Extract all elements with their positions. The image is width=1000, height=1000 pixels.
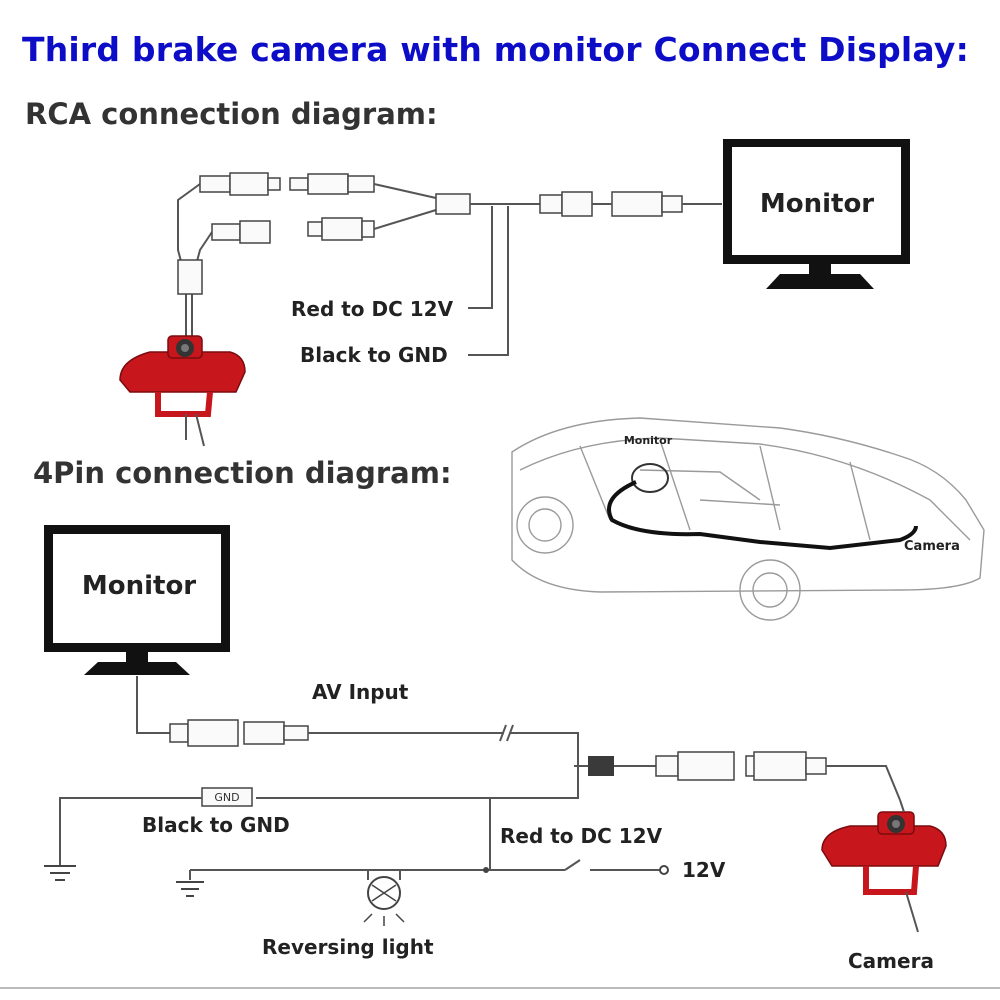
car-rear-wheel (739, 559, 801, 621)
4pin-diagram: Monitor AV Input (44, 525, 947, 973)
rca-diagram: Red to DC 12V Black to GND Monitor (119, 139, 910, 447)
red-lead-line (468, 206, 493, 309)
car-monitor-label: Monitor (624, 434, 673, 447)
rca-connector-power-female (211, 220, 271, 244)
4pin-camera-icon (821, 799, 947, 933)
reverse-switch (564, 859, 581, 871)
4pin-connector-male (745, 751, 827, 781)
12v-terminal (659, 865, 669, 875)
4pin-splitter (588, 756, 614, 776)
4pin-section-title: 4Pin connection diagram: (33, 456, 452, 490)
rca-camera-cable (177, 183, 201, 340)
4pin-connector-female (655, 751, 735, 781)
12v-label: 12V (682, 858, 726, 882)
rca-black-to-gnd-label: Black to GND (300, 343, 448, 367)
reversing-light-icon (363, 870, 405, 926)
4pin-black-to-gnd-label: Black to GND (142, 813, 290, 837)
car-body-outline (511, 417, 985, 593)
dc-connector-male (307, 217, 375, 241)
black-lead-line (468, 206, 509, 356)
rca-monitor: Monitor (723, 139, 910, 289)
rca-cable-splitter (435, 193, 471, 215)
rca-camera-icon (119, 335, 246, 447)
rca-section-title: RCA connection diagram: (25, 97, 438, 131)
car-camera-label: Camera (904, 539, 960, 554)
ground-symbol-left (44, 865, 76, 881)
reversing-light-label: Reversing light (262, 935, 434, 959)
4pin-red-to-dc-label: Red to DC 12V (500, 824, 663, 848)
4pin-camera-label: Camera (848, 949, 934, 973)
car-cable-route (607, 480, 918, 551)
rca-cable-junction (177, 259, 203, 295)
car-front-wheel (516, 496, 574, 554)
car-illustration: Monitor Camera (511, 417, 985, 621)
rca-connector-video-male (289, 173, 375, 195)
av-input-connector (169, 719, 309, 747)
4pin-monitor-label: Monitor (82, 571, 196, 601)
4pin-monitor: Monitor (44, 525, 230, 675)
av-input-label: AV Input (312, 680, 409, 704)
rca-monitor-label: Monitor (760, 189, 874, 219)
gnd-tag-label: GND (214, 791, 239, 804)
car-monitor-mark (631, 463, 669, 493)
ground-symbol-right (176, 881, 204, 897)
rca-red-to-dc-label: Red to DC 12V (291, 297, 454, 321)
page-title: Third brake camera with monitor Connect … (22, 30, 969, 69)
rca-connector-video-female (199, 172, 281, 196)
